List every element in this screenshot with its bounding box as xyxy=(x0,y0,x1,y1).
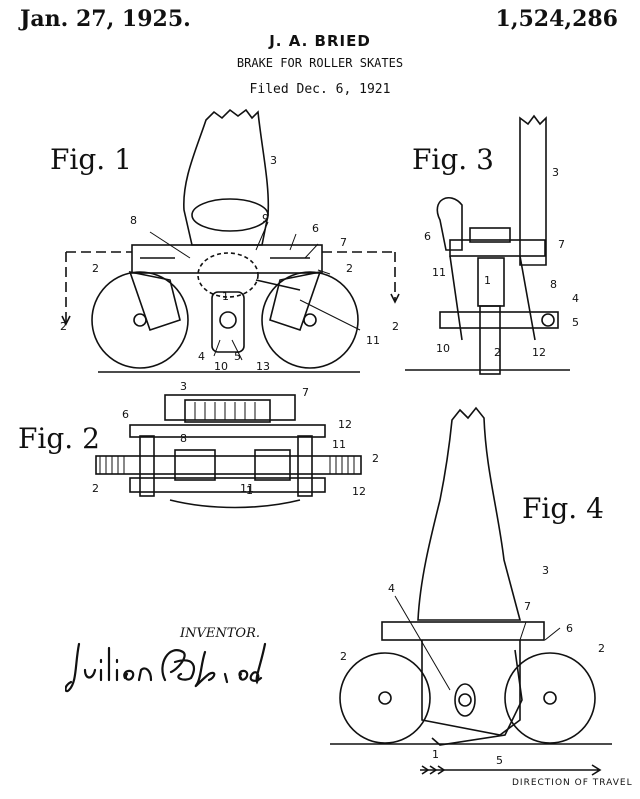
reference-numeral-fig3: 11 xyxy=(432,266,446,279)
reference-numeral-fig1: 9 xyxy=(262,212,269,225)
fig-3-label: Fig. 3 xyxy=(412,143,494,176)
reference-numeral-fig3: 10 xyxy=(436,342,450,355)
reference-numeral-fig3: 7 xyxy=(558,238,565,251)
reference-numeral-fig1: 4 xyxy=(198,350,205,363)
reference-numeral-fig2: 12 xyxy=(352,485,366,498)
reference-numeral-fig2: 6 xyxy=(122,408,129,421)
fig4-front-wheel xyxy=(504,652,596,744)
reference-numeral-fig3: 6 xyxy=(424,230,431,243)
direction-of-travel-label: DIRECTION OF TRAVEL xyxy=(512,778,633,788)
reference-numeral-fig3: 12 xyxy=(532,346,546,359)
reference-numeral-fig3: 8 xyxy=(550,278,557,291)
fig-1-drawing xyxy=(61,108,400,373)
reference-numeral-fig3: 5 xyxy=(572,316,579,329)
fig1-frame xyxy=(131,244,323,274)
fig1-ankle-strap xyxy=(191,198,269,232)
reference-numeral-fig2: 2 xyxy=(372,452,379,465)
fig2-axle-wheels xyxy=(95,455,362,475)
inventor-signature xyxy=(65,642,267,693)
reference-numeral-fig1: 8 xyxy=(130,214,137,227)
reference-numeral-fig3: 4 xyxy=(572,292,579,305)
fig1-front-wheel xyxy=(261,271,359,369)
reference-numeral-fig4: 6 xyxy=(566,622,573,635)
patent-date: Jan. 27, 1925. xyxy=(20,6,191,32)
reference-numeral-fig2: 8 xyxy=(180,432,187,445)
fig3-strap xyxy=(436,197,463,251)
fig-4-label: Fig. 4 xyxy=(522,492,604,525)
reference-numeral-fig1: 2 xyxy=(92,262,99,275)
reference-numeral-fig2: 7 xyxy=(302,386,309,399)
reference-numeral-fig2: 1 xyxy=(246,484,253,497)
fig-1-label: Fig. 1 xyxy=(50,143,132,176)
fig1-leg xyxy=(183,108,270,246)
reference-numeral-fig2: 11 xyxy=(332,438,346,451)
reference-numeral-fig1: 3 xyxy=(270,154,277,167)
reference-numeral-fig1: 5 xyxy=(234,350,241,363)
fig-2-label: Fig. 2 xyxy=(18,422,100,455)
reference-numeral-fig4: 5 xyxy=(496,754,503,767)
reference-numeral-fig1: 10 xyxy=(214,360,228,373)
reference-numeral-fig4: 3 xyxy=(542,564,549,577)
patent-title: BRAKE FOR ROLLER SKATES xyxy=(236,56,404,70)
filed-date: Filed Dec. 6, 1921 xyxy=(249,82,391,97)
reference-numeral-fig1: 7 xyxy=(340,236,347,249)
patent-number: 1,524,286 xyxy=(495,6,618,32)
reference-numeral-fig2: 3 xyxy=(180,380,187,393)
reference-numeral-fig1: 2 xyxy=(392,320,399,333)
reference-numeral-fig3: 3 xyxy=(552,166,559,179)
reference-numeral-fig1: 11 xyxy=(366,334,380,347)
reference-numeral-fig1: 13 xyxy=(256,360,270,373)
reference-numeral-fig1: 6 xyxy=(312,222,319,235)
reference-numeral-fig1: 2 xyxy=(60,320,67,333)
fig4-leg xyxy=(417,406,522,621)
inventor-name: J. A. BRIED xyxy=(269,32,371,50)
reference-numeral-fig2: 12 xyxy=(338,418,352,431)
reference-numeral-fig1: 2 xyxy=(346,262,353,275)
fig2-top-plate xyxy=(164,394,296,421)
reference-numeral-fig2: 11 xyxy=(240,482,254,495)
fig4-frame xyxy=(381,621,545,641)
reference-numeral-fig3: 2 xyxy=(494,346,501,359)
fig-4-drawing xyxy=(330,406,612,776)
fig1-rear-wheel xyxy=(91,271,189,369)
inventor-label: INVENTOR. xyxy=(180,626,261,641)
reference-numeral-fig4: 7 xyxy=(524,600,531,613)
fig4-rear-wheel xyxy=(339,652,431,744)
reference-numeral-fig3: 1 xyxy=(484,274,491,287)
reference-numeral-fig4: 1 xyxy=(432,748,439,761)
fig3-leg xyxy=(519,114,547,266)
reference-numeral-fig4: 2 xyxy=(340,650,347,663)
reference-numeral-fig4: 4 xyxy=(388,582,395,595)
fig-3-drawing xyxy=(405,114,570,375)
reference-numeral-fig2: 2 xyxy=(92,482,99,495)
reference-numeral-fig4: 2 xyxy=(598,642,605,655)
reference-numeral-fig1: 1 xyxy=(222,290,229,303)
fig3-wheel xyxy=(479,305,501,375)
direction-arrow xyxy=(420,764,602,776)
fig-2-drawing xyxy=(95,394,362,509)
